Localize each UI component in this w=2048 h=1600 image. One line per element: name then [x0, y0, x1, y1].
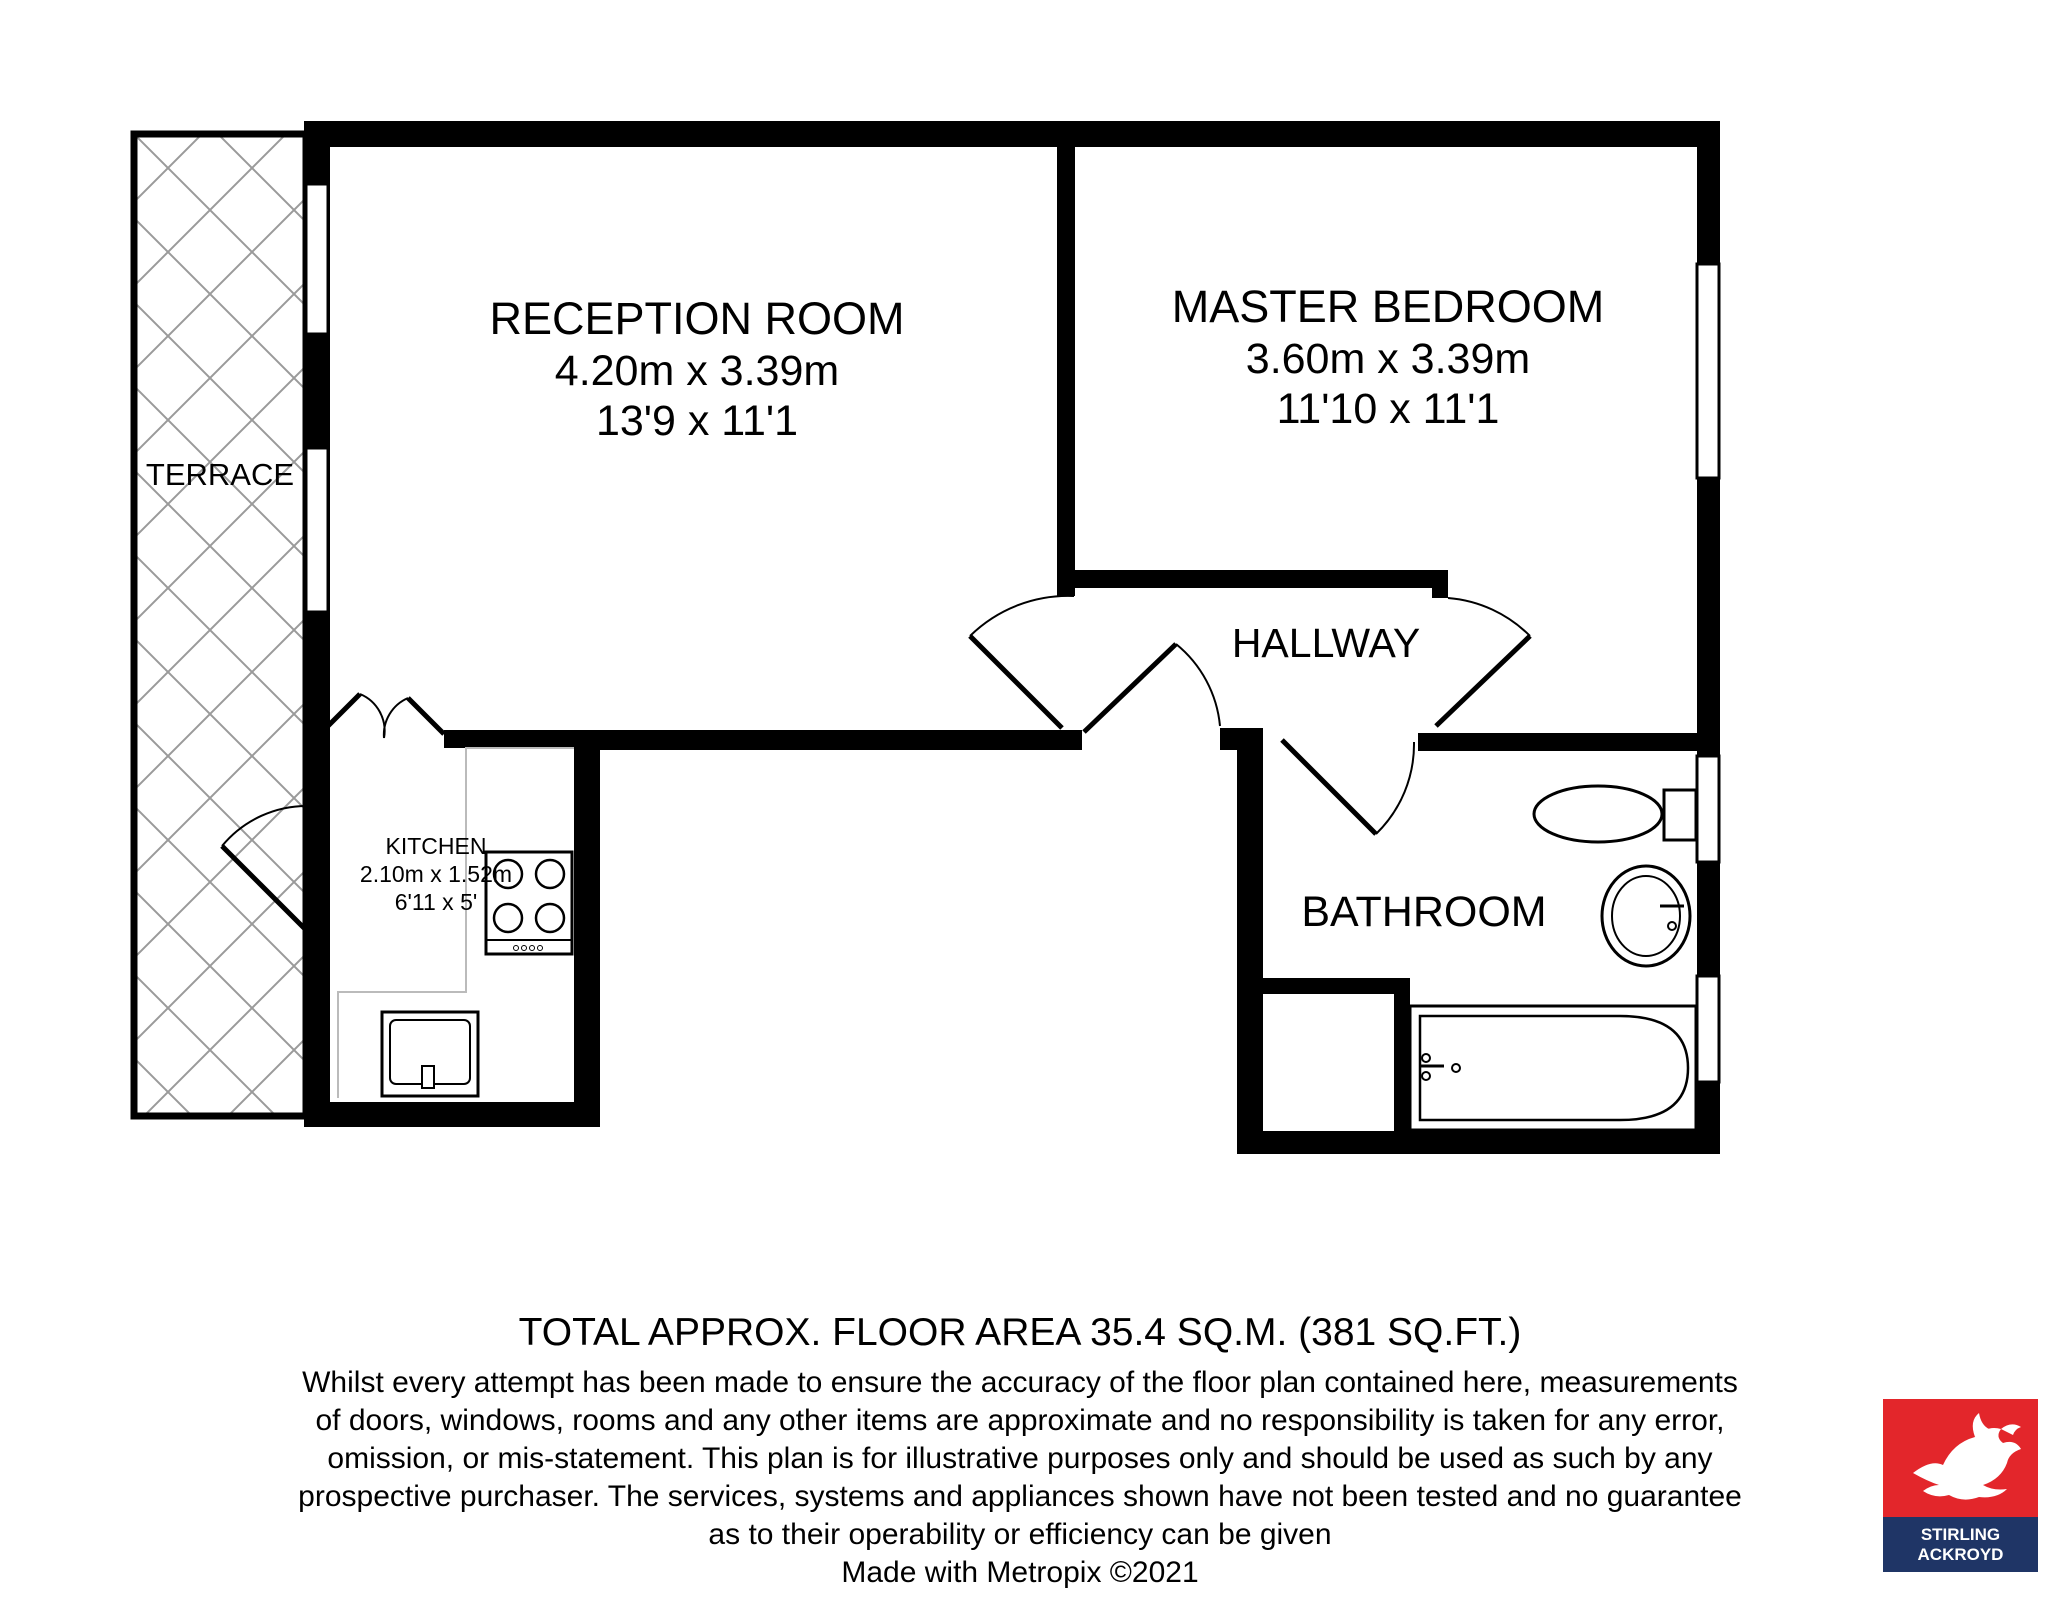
bathroom-fittings: [1408, 784, 1698, 1132]
metropix-credit: Made with Metropix ©2021: [841, 1556, 1199, 1589]
master-bedroom-imperial: 11'10 x 11'1: [1277, 385, 1500, 433]
logo-line-2: ACKROYD: [1917, 1544, 2004, 1564]
basin-icon: [1600, 864, 1692, 968]
disclaimer-text: Whilst every attempt has been made to en…: [190, 1364, 1850, 1554]
stirling-ackroyd-logo: STIRLING ACKROYD: [1883, 1399, 2038, 1572]
logo-top: [1883, 1399, 2038, 1517]
total-floor-area: TOTAL APPROX. FLOOR AREA 35.4 SQ.M. (381…: [518, 1311, 1522, 1354]
sink-icon: [380, 1010, 480, 1098]
bath-icon: [1408, 1004, 1698, 1132]
hallway-name: HALLWAY: [1232, 620, 1420, 666]
master-bedroom-name: MASTER BEDROOM: [1172, 281, 1605, 332]
windows: [304, 182, 1721, 1084]
disclaimer-line: prospective purchaser. The services, sys…: [298, 1480, 1742, 1513]
reception-room-imperial: 13'9 x 11'1: [596, 397, 798, 445]
kitchen-name: KITCHEN: [386, 833, 487, 859]
bathroom-name: BATHROOM: [1301, 888, 1546, 936]
kitchen-imperial: 6'11 x 5': [395, 889, 478, 915]
logo-text: STIRLING ACKROYD: [1883, 1517, 2038, 1572]
reception-room-name: RECEPTION ROOM: [489, 293, 904, 344]
disclaimer-line: of doors, windows, rooms and any other i…: [315, 1404, 1725, 1437]
doors: [220, 594, 1532, 940]
disclaimer-block: TOTAL APPROX. FLOOR AREA 35.4 SQ.M. (381…: [190, 1310, 1850, 1592]
kitchen-fittings: [337, 747, 574, 1098]
logo-line-1: STIRLING: [1920, 1524, 2001, 1544]
terrace: [130, 130, 310, 1120]
toilet-icon: [1532, 784, 1698, 844]
disclaimer-line: omission, or mis-statement. This plan is…: [327, 1442, 1713, 1475]
reception-room-metric: 4.20m x 3.39m: [555, 347, 839, 395]
master-bedroom-metric: 3.60m x 3.39m: [1246, 335, 1530, 383]
hob-icon: [484, 850, 574, 956]
walls: [304, 121, 1720, 1154]
griffin-icon: [1913, 1413, 2021, 1500]
disclaimer-line: Whilst every attempt has been made to en…: [302, 1366, 1738, 1399]
disclaimer-line: as to their operability or efficiency ca…: [708, 1518, 1332, 1551]
terrace-name: TERRACE: [146, 457, 294, 492]
kitchen-metric: 2.10m x 1.52m: [360, 861, 512, 887]
